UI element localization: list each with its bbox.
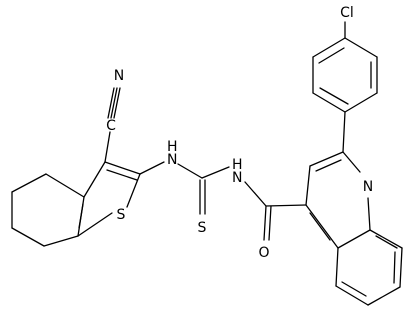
atom-label-c-nitrile: C: [106, 118, 116, 134]
bond: [342, 151, 361, 173]
bond: [77, 212, 113, 237]
atom-labels: Cl N C N H N H N S S O: [106, 5, 373, 261]
bond: [139, 161, 165, 175]
bond: [83, 161, 106, 198]
bond: [104, 161, 141, 175]
atom-label-n-nitrile: N: [114, 68, 124, 84]
bond: [107, 87, 115, 119]
bond: [335, 285, 369, 306]
bond: [375, 235, 398, 249]
bond: [244, 181, 267, 207]
bond: [305, 165, 311, 206]
atom-label-nh-right: N: [232, 170, 242, 186]
bond: [309, 212, 331, 241]
bond: [393, 251, 396, 284]
bond: [201, 166, 230, 179]
bond: [367, 286, 401, 306]
bond: [43, 235, 79, 247]
bond: [335, 247, 339, 287]
bond: [177, 163, 203, 179]
bond: [399, 247, 403, 288]
bond: [263, 205, 267, 241]
atom-label-cl: Cl: [340, 5, 354, 21]
bond: [11, 227, 45, 247]
bond: [104, 131, 111, 163]
bond: [305, 204, 339, 249]
atom-label-n-quinoline: N: [363, 179, 373, 195]
atom-label-nh-left: N: [167, 152, 177, 168]
bond: [344, 92, 378, 113]
bond: [344, 37, 378, 58]
bond: [319, 87, 349, 105]
bond: [341, 281, 367, 297]
bond: [312, 37, 346, 58]
bond: [367, 197, 371, 231]
atom-label-o-carbonyl: O: [258, 245, 269, 261]
bond: [106, 169, 138, 181]
atom-label-s-thio: S: [198, 220, 207, 236]
atom-label-h-right: H: [232, 157, 243, 173]
bond: [11, 173, 47, 193]
bond: [318, 47, 345, 64]
bond: [268, 205, 272, 241]
atom-label-h-left: H: [167, 139, 178, 155]
bond: [369, 229, 403, 249]
bond: [312, 92, 346, 113]
bond: [309, 151, 344, 167]
bond: [110, 87, 118, 119]
bond: [342, 111, 346, 153]
bond: [45, 173, 85, 198]
bond: [113, 87, 121, 119]
bond: [265, 204, 307, 207]
bond: [126, 173, 141, 208]
atom-label-s-thiophene: S: [117, 207, 126, 223]
bond: [337, 229, 371, 249]
bond-lines: [11, 21, 403, 306]
bond: [78, 203, 84, 229]
bond: [315, 159, 342, 172]
